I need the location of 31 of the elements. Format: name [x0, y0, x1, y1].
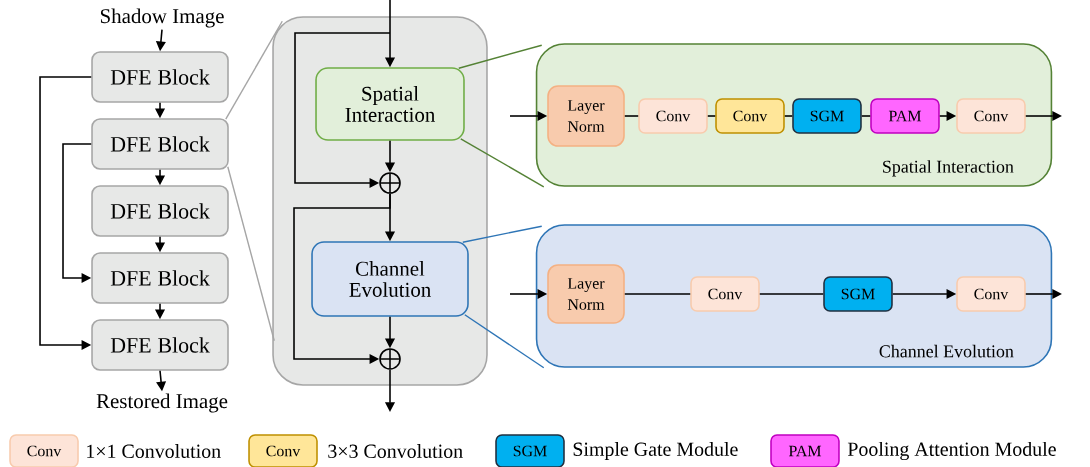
- output-label: Restored Image: [96, 393, 228, 413]
- zoom-line: [227, 166, 275, 342]
- block-box: DFE Block: [91, 118, 229, 170]
- legend-text: Simple Gate Module: [573, 441, 738, 461]
- block-box: DFE Block: [91, 252, 229, 304]
- block-box: DFE Block: [91, 185, 229, 237]
- layer-box: Layer Norm: [547, 85, 625, 147]
- zoom-line: [460, 138, 545, 188]
- block-box: DFE Block: [91, 51, 229, 103]
- legend-text: 3×3 Convolution: [328, 443, 463, 458]
- zoom-line: [462, 225, 543, 243]
- layer-box: PAM: [870, 98, 940, 134]
- layer-box: Conv: [956, 276, 1026, 312]
- layer-box: SGM: [792, 98, 862, 134]
- input-label: Shadow Image: [100, 8, 224, 28]
- block-box: DFE Block: [91, 319, 229, 371]
- layer-box: Layer Norm: [547, 264, 625, 324]
- zoom-line: [464, 314, 545, 369]
- module-box: Spatial Interaction: [315, 67, 465, 141]
- zoom-line: [225, 20, 283, 120]
- add-symbol: [379, 172, 401, 194]
- layer-box: SGM: [823, 276, 893, 312]
- layer-box: Conv: [956, 98, 1026, 134]
- module-box: Channel Evolution: [311, 241, 469, 317]
- add-symbol: [379, 348, 401, 370]
- layer-box: Conv: [638, 98, 708, 134]
- zoom-line: [458, 44, 543, 69]
- layer-box: Conv: [690, 276, 760, 312]
- legend-text: Pooling Attention Module: [847, 441, 1056, 461]
- legend-text: 1×1 Convolution: [87, 443, 221, 458]
- layer-box: Conv: [715, 98, 785, 134]
